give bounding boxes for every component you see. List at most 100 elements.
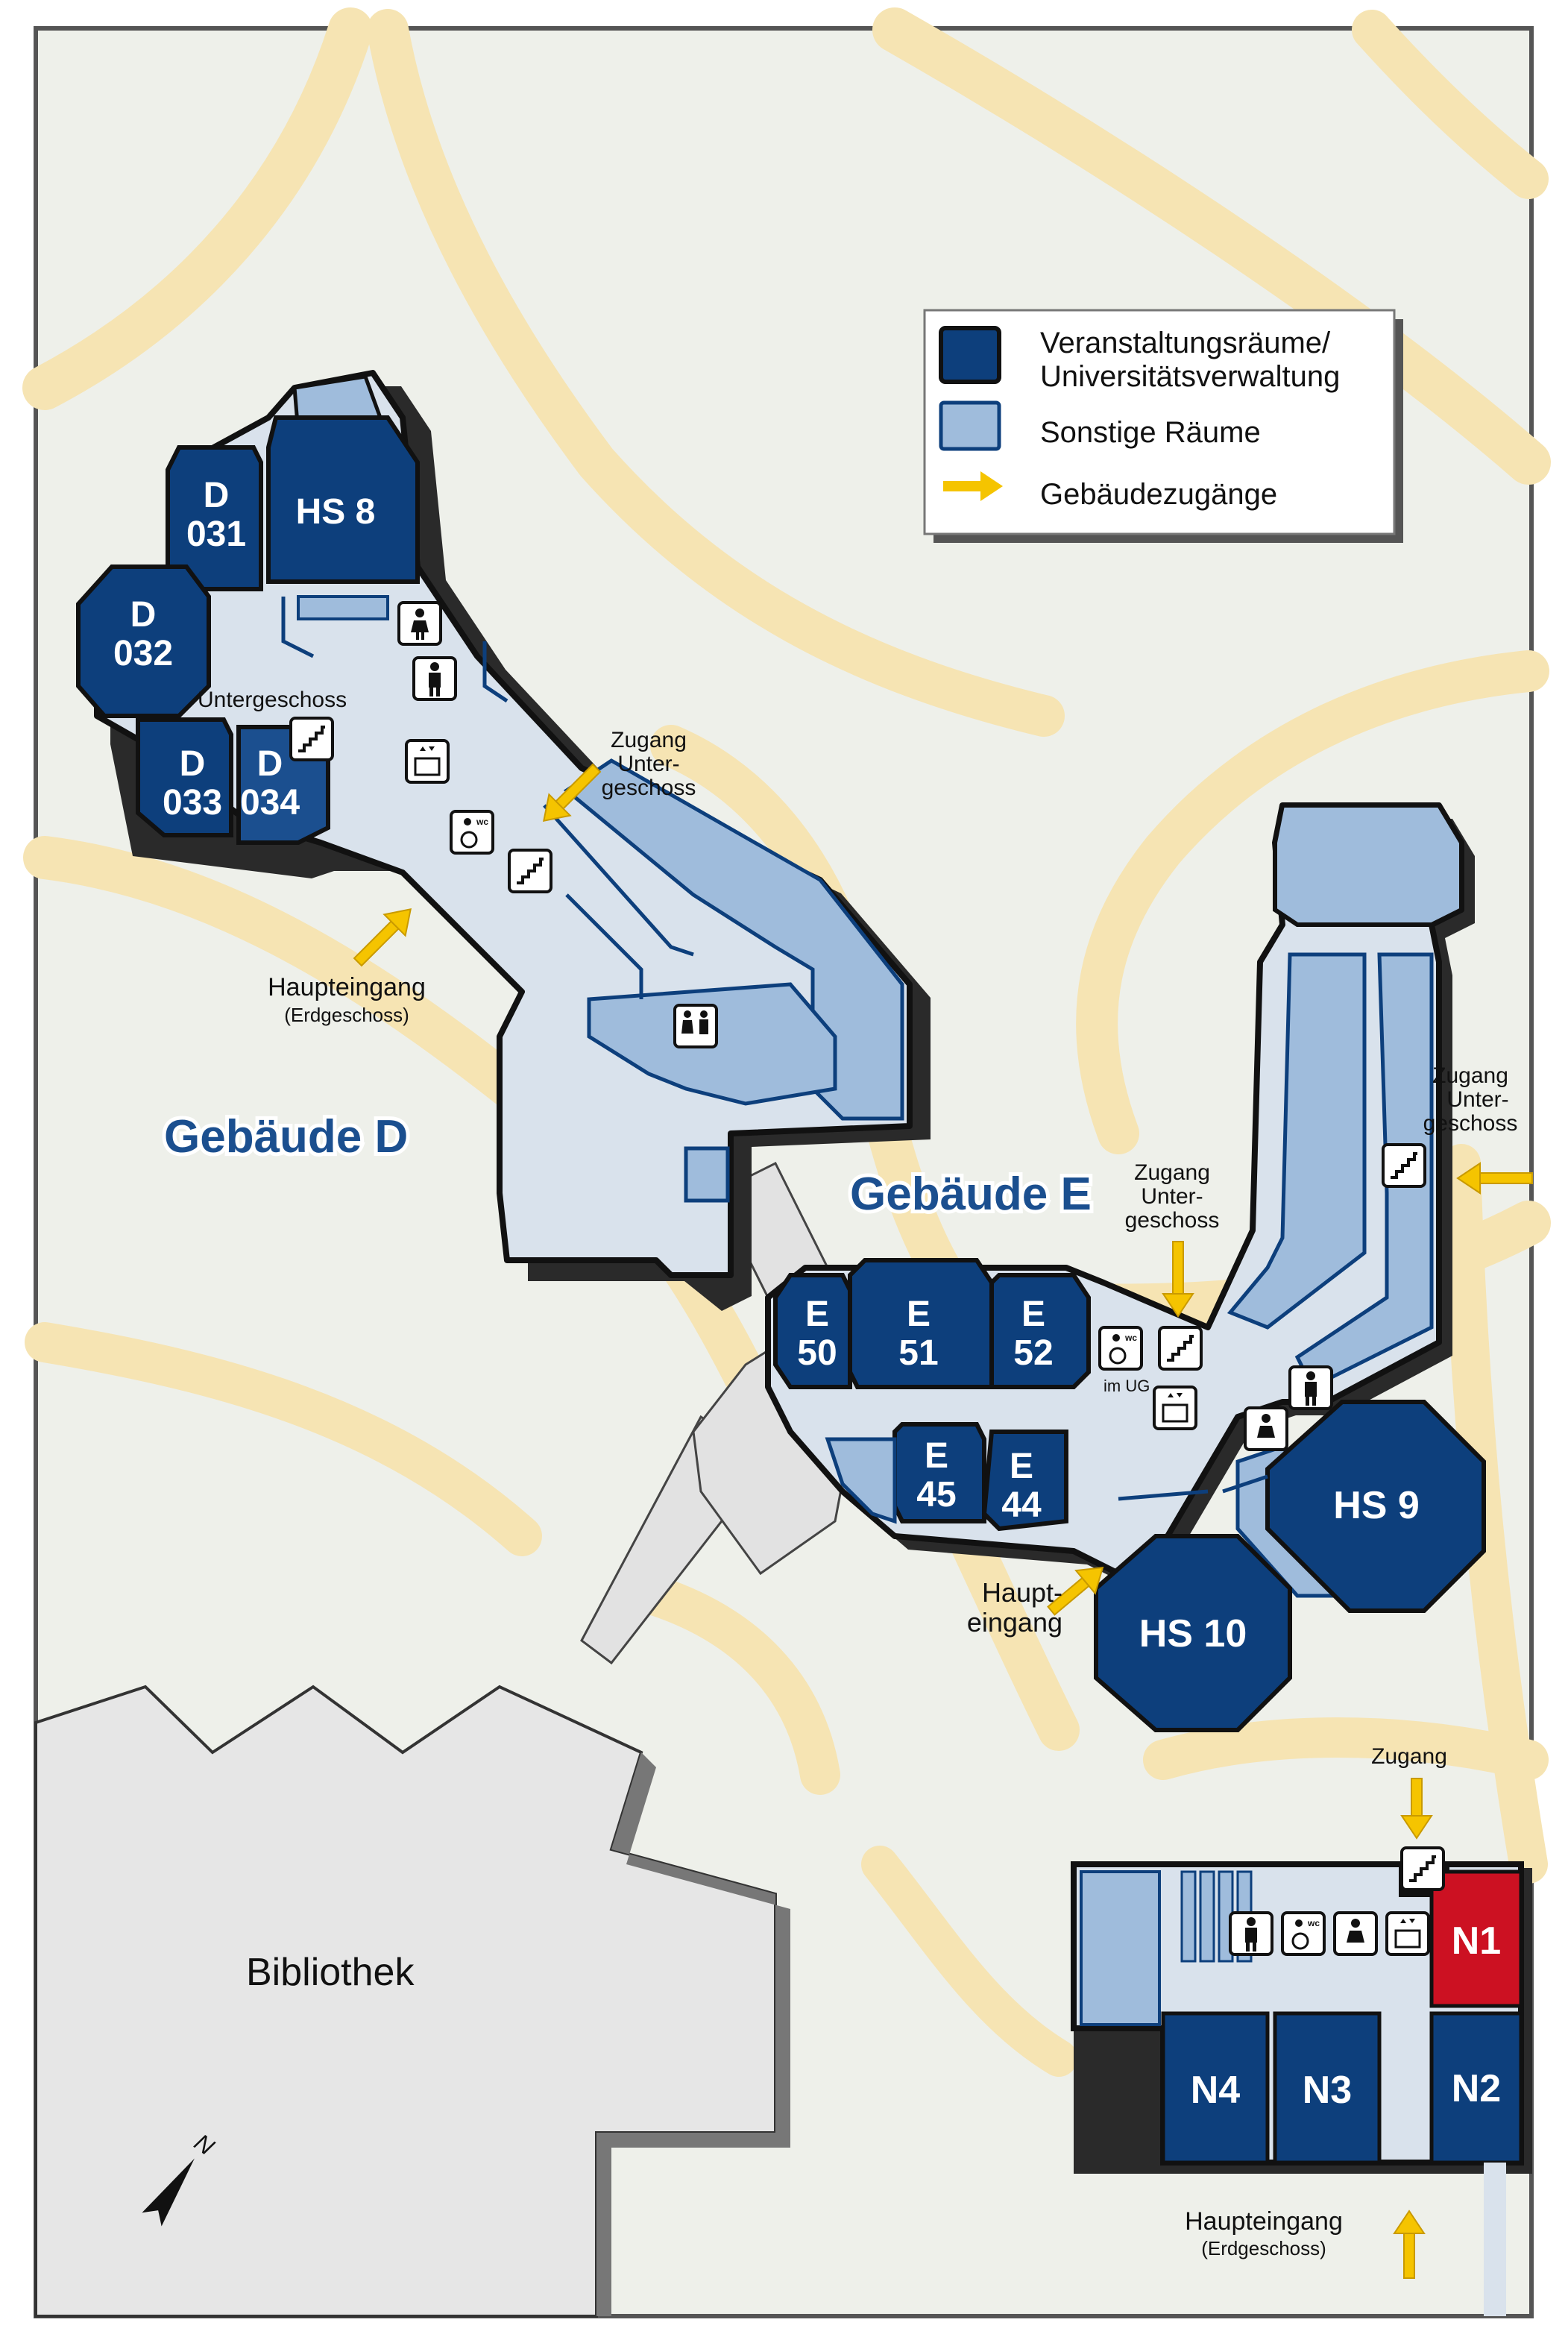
haupteingang-label: eingang — [967, 1607, 1062, 1638]
legend-other-rooms-label: Sonstige Räume — [1040, 416, 1261, 449]
toilet-women-icon — [397, 601, 442, 646]
room-label-hs9: HS 9 — [1333, 1484, 1420, 1527]
access-arrows — [353, 763, 1533, 2279]
legend-arrow-icon — [943, 471, 1003, 501]
zugang-label: Zugang — [1371, 1744, 1447, 1769]
wc-label: wc — [476, 817, 488, 827]
room-e44[interactable] — [981, 1430, 1068, 1532]
room-e51[interactable] — [848, 1258, 994, 1389]
room-label-d031: 031 — [186, 515, 246, 554]
building-label-library: Bibliothek — [246, 1951, 415, 1994]
arrow-icon — [1393, 2210, 1426, 2279]
elevator-icon — [1153, 1386, 1197, 1430]
toilet-men-icon — [412, 656, 457, 701]
accessible-wc-icon: wc — [1281, 1911, 1326, 1956]
room-d033[interactable] — [136, 717, 233, 837]
building-label-e: Gebäude E — [850, 1169, 1092, 1220]
wc-label: wc — [1307, 1918, 1320, 1928]
zugang-label: Unter- — [1446, 1087, 1508, 1112]
zugang-label: geschoss — [1125, 1208, 1220, 1233]
toilet-women-icon — [1244, 1406, 1288, 1451]
facility-icons: wc wc — [289, 601, 1445, 1956]
toilets-icon — [673, 1004, 718, 1048]
room-label-d033: D — [180, 744, 206, 784]
room-d031[interactable] — [166, 445, 263, 591]
room-hs9[interactable] — [1265, 1400, 1486, 1613]
stairs-icon — [1158, 1326, 1203, 1371]
room-label-e44: E — [1010, 1447, 1033, 1486]
stairs-icon — [508, 849, 552, 893]
zugang-label: Zugang — [1134, 1160, 1210, 1185]
elevator-icon — [405, 739, 450, 784]
room-label-e50: 50 — [797, 1333, 837, 1373]
zugang-label: Unter- — [617, 752, 679, 776]
legend-swatch-other-rooms — [939, 400, 1001, 451]
untergeschoss-label: Untergeschoss — [198, 688, 347, 712]
legend-event-rooms-label: Universitätsverwaltung — [1040, 360, 1340, 393]
room-hs10[interactable] — [1094, 1534, 1292, 1732]
annotations: Untergeschoss Zugang Unter- geschoss Hau… — [198, 688, 1517, 2259]
wc-label: wc — [1124, 1333, 1137, 1343]
haupteingang-label: Haupt- — [982, 1577, 1062, 1608]
room-label-e45: 45 — [916, 1475, 956, 1515]
haupteingang-label: Haupteingang — [1185, 2207, 1343, 2236]
toilet-men-icon — [1288, 1365, 1333, 1410]
room-labels: HS 8 D 031 D 032 D 033 D 034 E 50 E 51 E… — [113, 476, 1501, 2112]
arrow-icon — [543, 763, 602, 822]
toilet-men-icon — [1229, 1911, 1273, 1956]
room-label-d032: D — [130, 595, 157, 635]
stairs-icon — [289, 717, 334, 761]
room-label-n4: N4 — [1191, 2069, 1241, 2112]
room-label-n1: N1 — [1452, 1919, 1501, 1963]
room-label-d031: D — [204, 476, 230, 515]
room-n1[interactable] — [1429, 1869, 1523, 2008]
room-label-hs10: HS 10 — [1139, 1612, 1247, 1655]
legend-entrances-label: Gebäudezugänge — [1040, 478, 1277, 511]
haupteingang-label: Haupteingang — [268, 973, 426, 1001]
room-label-d034: 034 — [240, 783, 300, 823]
arrow-icon — [1047, 1566, 1104, 1616]
zugang-label: geschoss — [602, 776, 696, 800]
room-label-e52: 52 — [1013, 1333, 1053, 1373]
accessible-wc-icon: wc — [450, 810, 494, 855]
legend-event-rooms-label: Veranstaltungsräume/ — [1040, 327, 1331, 359]
room-hs8[interactable] — [266, 415, 420, 584]
room-label-e51: 51 — [898, 1333, 938, 1373]
zugang-label: Zugang — [611, 728, 687, 752]
elevator-icon — [1385, 1911, 1430, 1956]
library-shadow — [596, 1752, 790, 2316]
arrow-icon — [353, 908, 412, 967]
building-label-d: Gebäude D — [164, 1111, 408, 1163]
arrow-icon — [1400, 1778, 1433, 1840]
accessible-wc-icon: wc — [1098, 1326, 1143, 1371]
room-e50[interactable] — [773, 1273, 852, 1389]
haupteingang-sub-label: (Erdgeschoss) — [284, 1004, 409, 1026]
room-n2[interactable] — [1429, 2011, 1523, 2165]
zugang-label: Unter- — [1141, 1184, 1203, 1209]
stairs-icon — [1400, 1846, 1445, 1891]
room-label-n2: N2 — [1452, 2067, 1501, 2110]
room-label-hs8: HS 8 — [296, 492, 376, 532]
legend: Veranstaltungsräume/ Universitätsverwalt… — [923, 309, 1403, 543]
room-n3[interactable] — [1273, 2011, 1382, 2165]
room-label-d033: 033 — [163, 783, 222, 823]
toilet-women-icon — [1333, 1911, 1378, 1956]
room-label-e52: E — [1021, 1295, 1045, 1334]
room-n4[interactable] — [1161, 2011, 1270, 2165]
haupteingang-sub-label: (Erdgeschoss) — [1201, 2237, 1326, 2259]
room-d032[interactable] — [76, 564, 211, 718]
legend-swatch-event-rooms — [939, 326, 1001, 384]
room-label-e44: 44 — [1001, 1485, 1042, 1525]
building-n — [1071, 1861, 1532, 2316]
room-label-d034: D — [257, 744, 283, 784]
room-e52[interactable] — [989, 1273, 1091, 1389]
room-label-e45: E — [925, 1436, 948, 1476]
room-label-e50: E — [805, 1295, 829, 1334]
room-label-d032: 032 — [113, 634, 173, 673]
room-label-e51: E — [907, 1295, 931, 1334]
zugang-label: Zugang — [1432, 1063, 1508, 1088]
zugang-label: geschoss — [1423, 1111, 1518, 1136]
arrow-icon — [1162, 1241, 1194, 1318]
arrow-icon — [1456, 1162, 1533, 1195]
